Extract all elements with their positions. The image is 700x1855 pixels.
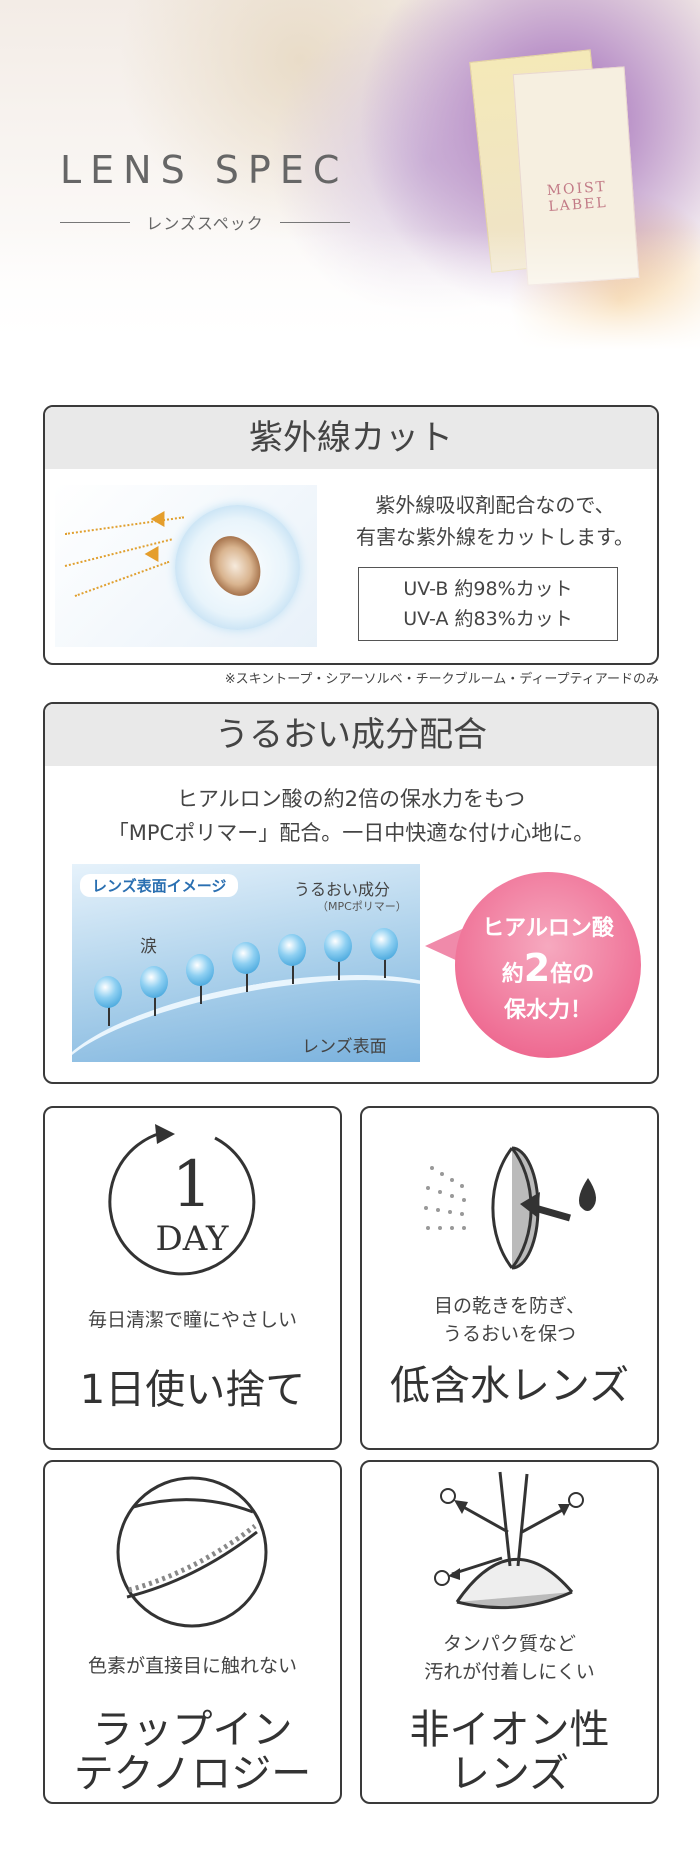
uv-description-line: 紫外線吸収剤配合なので、 [375,493,615,517]
divider [279,221,350,223]
uva-rate: UV-A 約83%カット [403,608,573,630]
molecule-stem [338,958,340,980]
icon-number: 1 [172,1148,213,1222]
moist-description-line: 「MPCポリマー」配合。一日中快適な付け心地に。 [107,821,595,845]
feature-desc-line: 汚れが付着しにくい [424,1661,595,1683]
divider [60,221,131,223]
moist-card: うるおい成分配合 ヒアルロン酸の約2倍の保水力をもつ 「MPCポリマー」配合。一… [43,702,659,1084]
feature-desc: 毎日清潔で瞳にやさしい [87,1309,297,1331]
feature-card-non-ionic: タンパク質など 汚れが付着しにくい 非イオン性 レンズ [360,1460,659,1804]
bubble-post: 倍の [550,962,595,987]
wrap-in-lens-icon [116,1476,268,1628]
surface-label: レンズ表面 [302,1037,387,1057]
uv-heading: 紫外線カット [45,407,657,469]
feature-title-line: レンズ [449,1751,570,1797]
page-subtitle: レンズスペック [146,214,264,233]
feature-title: 低含水レンズ [389,1363,630,1409]
uv-note: ※スキントープ・シアーソルベ・チークブルーム・ディープティアードのみ [224,672,659,687]
feature-card-low-water: 目の乾きを防ぎ、 うるおいを保つ 低含水レンズ [360,1106,659,1450]
uv-description: 紫外線吸収剤配合なので、 有害な紫外線をカットします。 [335,489,655,553]
1day-icon: 1 DAY [108,1124,256,1276]
uv-lens-illustration [55,485,317,647]
molecule-icon [140,966,168,998]
molecule-icon [186,954,214,986]
molecule-stem [246,970,248,992]
molecule-icon [94,976,122,1008]
feature-desc-line: 目の乾きを防ぎ、 [433,1295,586,1317]
hero-banner: MOIST LABEL [0,0,700,350]
low-water-lens-icon [424,1146,596,1270]
molecule-icon [278,934,306,966]
molecule-icon [232,942,260,974]
feature-title-line: テクノロジー [73,1751,312,1797]
feature-desc: 目の乾きを防ぎ、 うるおいを保つ [362,1292,657,1348]
bubble-line: 保水力！ [503,998,592,1023]
water-retention-bubble: ヒアルロン酸 約2倍の 保水力！ [455,872,641,1058]
lens-surface-image: レンズ表面イメージ うるおい成分 （MPCポリマー） 涙 レンズ表面 [72,864,420,1062]
mist-dots [424,1166,466,1230]
molecule-stem [154,994,156,1016]
subtitle-row: レンズスペック [60,210,350,234]
moist-label: うるおい成分 [294,880,391,899]
feature-title: ラップイン テクノロジー [45,1708,340,1796]
feature-desc: タンパク質など 汚れが付着しにくい [362,1630,657,1686]
page-title: LENS SPEC [60,148,349,192]
package-text: MOIST LABEL [546,178,609,215]
molecule-icon [370,928,398,960]
lens-iris [200,527,270,605]
bubble-number: 2 [523,946,551,990]
non-ionic-lens-icon [434,1471,584,1610]
feature-title-line: ラップイン [92,1707,293,1753]
uvb-rate: UV-B 約98%カット [403,578,573,600]
uv-cut-rates: UV-B 約98%カット UV-A 約83%カット [358,567,618,641]
feature-desc: 色素が直接目に触れない [87,1655,297,1677]
lens-icon [175,505,300,630]
image-tag: レンズ表面イメージ [80,874,239,897]
feature-desc-line: うるおいを保つ [442,1323,576,1345]
bubble-pre: 約 [501,962,524,987]
uv-cut-card: 紫外線カット 紫外線吸収剤配合なので、 有害な紫外線をカットします。 UV-B … [43,405,659,665]
feature-title-line: 非イオン性 [409,1707,610,1753]
moist-heading: うるおい成分配合 [45,704,657,766]
feature-desc-line: タンパク質など [442,1633,576,1655]
feature-title: 非イオン性 レンズ [362,1708,657,1796]
uv-description-line: 有害な紫外線をカットします。 [356,525,634,549]
molecule-stem [200,982,202,1004]
molecule-stem [108,1004,110,1026]
feature-card-1day: 1 DAY 毎日清潔で瞳にやさしい 1日使い捨て [43,1106,342,1450]
molecule-icon [324,930,352,962]
uv-ray [74,560,170,597]
bubble-line: ヒアルロン酸 [482,916,614,941]
polymer-label: （MPCポリマー） [317,900,407,913]
icon-text: DAY [156,1219,229,1259]
feature-card-wrap-in: 色素が直接目に触れない ラップイン テクノロジー [43,1460,342,1804]
feature-title: 1日使い捨て [79,1367,306,1413]
product-box: MOIST LABEL [512,66,640,286]
bubble-line: 約2倍の [455,946,641,990]
arrow-icon [150,506,172,528]
tear-label: 涙 [140,937,157,957]
moist-description: ヒアルロン酸の約2倍の保水力をもつ 「MPCポリマー」配合。一日中快適な付け心地… [45,782,657,850]
moist-description-line: ヒアルロン酸の約2倍の保水力をもつ [176,787,526,811]
molecule-stem [292,962,294,984]
molecule-stem [384,956,386,978]
